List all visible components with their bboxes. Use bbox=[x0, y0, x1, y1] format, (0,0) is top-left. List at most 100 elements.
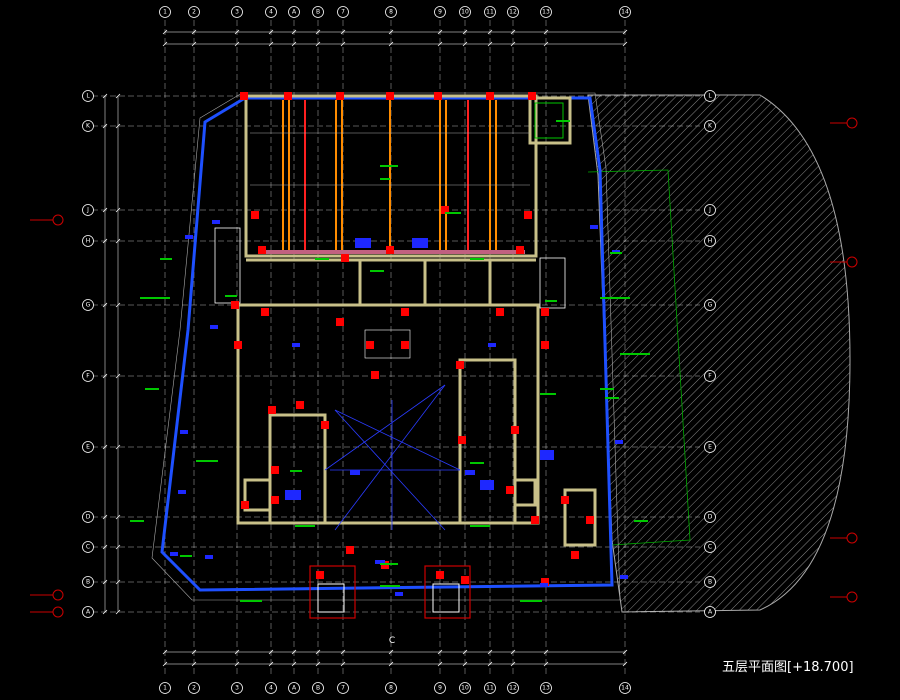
annotation bbox=[445, 212, 461, 214]
envelope-outer-line bbox=[151, 92, 621, 601]
axis-bubble bbox=[704, 120, 716, 132]
axis-bubble bbox=[484, 682, 496, 694]
column-axis-label: 1 bbox=[163, 9, 167, 16]
annotation bbox=[370, 270, 384, 272]
column bbox=[241, 501, 249, 509]
axis-bubble bbox=[507, 6, 519, 18]
column bbox=[461, 576, 469, 584]
column bbox=[271, 496, 279, 504]
annotation bbox=[315, 258, 329, 260]
row-axis-label: L bbox=[708, 93, 712, 100]
axis-bubble bbox=[188, 682, 200, 694]
annotation bbox=[160, 258, 172, 260]
axis-bubble bbox=[619, 682, 631, 694]
blue-fixtures bbox=[170, 220, 628, 596]
row-axis-label: K bbox=[708, 123, 713, 130]
axis-bubble bbox=[82, 606, 94, 618]
drawing-title-text: 五层平面图 bbox=[722, 660, 788, 675]
roof-diagonals bbox=[324, 384, 461, 531]
fixture bbox=[178, 490, 186, 494]
fixture bbox=[540, 583, 548, 587]
column bbox=[541, 341, 549, 349]
axis-bubble bbox=[265, 682, 277, 694]
column bbox=[456, 361, 464, 369]
column bbox=[336, 318, 344, 326]
row-axis-label: G bbox=[708, 302, 713, 309]
axis-bubble bbox=[188, 6, 200, 18]
row-axis-label: E bbox=[708, 444, 712, 451]
column bbox=[486, 92, 494, 100]
column-axis-label: 14 bbox=[621, 9, 629, 16]
axis-bubble bbox=[459, 6, 471, 18]
column bbox=[261, 308, 269, 316]
column-axis-label: 12 bbox=[509, 685, 517, 692]
axis-bubble bbox=[704, 441, 716, 453]
hatched-annex bbox=[587, 94, 851, 613]
column-axis-label: 7 bbox=[341, 685, 345, 692]
drawing-title: 五层平面图[+18.700] bbox=[722, 656, 854, 675]
column-axis-label: 13 bbox=[542, 9, 550, 16]
center-mark: C bbox=[389, 636, 395, 646]
column-axis-label: 10 bbox=[461, 9, 469, 16]
column bbox=[341, 254, 349, 262]
row-axis-label: H bbox=[86, 238, 91, 245]
annotation bbox=[600, 297, 630, 299]
column-axis-label: 3 bbox=[235, 685, 239, 692]
cores bbox=[214, 102, 566, 619]
axis-bubble bbox=[312, 682, 324, 694]
axis-bubble bbox=[159, 6, 171, 18]
axis-bubble bbox=[704, 299, 716, 311]
annotation-marks bbox=[130, 120, 650, 602]
axis-bubble bbox=[507, 682, 519, 694]
column-axis-label: 11 bbox=[486, 9, 494, 16]
column bbox=[240, 92, 248, 100]
axis-bubble bbox=[484, 6, 496, 18]
column-axis-label: B bbox=[316, 685, 320, 692]
column bbox=[496, 308, 504, 316]
axis-bubble bbox=[704, 204, 716, 216]
axis-bubble bbox=[159, 682, 171, 694]
axis-bubble bbox=[704, 606, 716, 618]
fixture bbox=[395, 592, 403, 596]
column-axis-label: 8 bbox=[389, 685, 393, 692]
axis-bubble bbox=[704, 370, 716, 382]
column bbox=[386, 246, 394, 254]
column-axis-label: 12 bbox=[509, 9, 517, 16]
column bbox=[531, 516, 539, 524]
row-axis-label: E bbox=[86, 444, 90, 451]
column bbox=[251, 211, 259, 219]
annotation bbox=[380, 585, 400, 587]
column-axis-label: 7 bbox=[341, 9, 345, 16]
fixture bbox=[185, 235, 193, 239]
column bbox=[561, 496, 569, 504]
axis-bubble bbox=[619, 6, 631, 18]
annotation bbox=[470, 525, 490, 527]
column-axis-label: 14 bbox=[621, 685, 629, 692]
column bbox=[571, 551, 579, 559]
axis-bubble bbox=[265, 6, 277, 18]
annotation bbox=[556, 120, 570, 122]
column-axis-label: 13 bbox=[542, 685, 550, 692]
fixture bbox=[355, 238, 371, 248]
column-axis-label: 4 bbox=[269, 9, 273, 16]
axis-bubble bbox=[434, 682, 446, 694]
column-axis-label: 4 bbox=[269, 685, 273, 692]
drawing-elevation: [+18.700] bbox=[787, 660, 854, 675]
column bbox=[516, 246, 524, 254]
fixture bbox=[480, 480, 494, 490]
fixture bbox=[210, 325, 218, 329]
axis-bubble bbox=[231, 682, 243, 694]
row-axis-label: J bbox=[86, 207, 89, 214]
column bbox=[336, 92, 344, 100]
fixture bbox=[590, 225, 598, 229]
axis-bubble bbox=[385, 6, 397, 18]
walls bbox=[236, 94, 597, 547]
column bbox=[541, 308, 549, 316]
axis-bubble bbox=[704, 235, 716, 247]
column bbox=[434, 92, 442, 100]
row-axis-label: C bbox=[86, 544, 90, 551]
column bbox=[321, 421, 329, 429]
column bbox=[346, 546, 354, 554]
